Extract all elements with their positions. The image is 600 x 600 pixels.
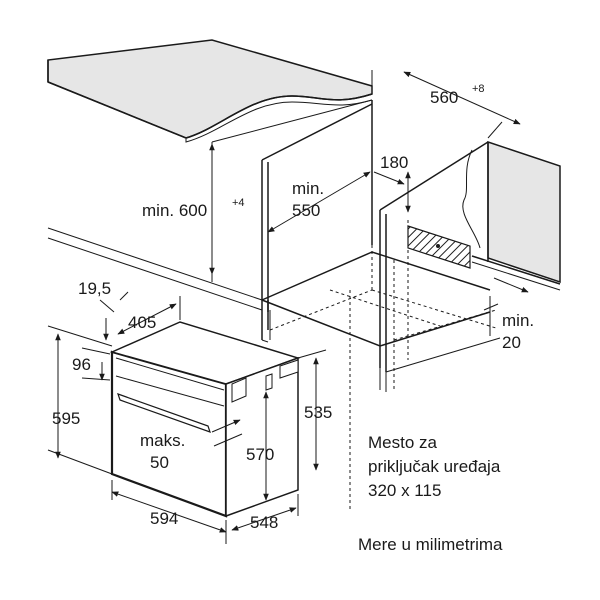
label-maks: maks. <box>140 431 185 450</box>
label-548: 548 <box>250 513 278 532</box>
label-595: 595 <box>52 409 80 428</box>
units-note: Mere u milimetrima <box>358 535 503 554</box>
worktop-right <box>471 140 561 291</box>
label-depth-min: min. <box>292 179 324 198</box>
label-min-600: min. 600 <box>142 201 207 220</box>
label-570: 570 <box>246 445 274 464</box>
label-560: 560 <box>430 88 458 107</box>
label-594: 594 <box>150 509 178 528</box>
label-600-tolerance: +4 <box>232 197 245 209</box>
label-19-5: 19,5 <box>78 279 111 298</box>
label-535: 535 <box>304 403 332 422</box>
label-560-tolerance: +8 <box>472 83 485 95</box>
label-405: 405 <box>128 313 156 332</box>
notes: Mesto za priključak uređaja 320 x 115 Me… <box>358 433 503 554</box>
dimension-lines <box>47 70 529 544</box>
socket-note-line-1: Mesto za <box>368 433 438 452</box>
socket-note-line-2: priključak uređaja <box>368 457 501 476</box>
cabinet-niche <box>47 99 501 392</box>
label-96: 96 <box>72 355 91 374</box>
label-depth-550: 550 <box>292 201 320 220</box>
socket-note-line-3: 320 x 115 <box>368 481 441 500</box>
label-180: 180 <box>380 153 408 172</box>
label-maks-50: 50 <box>150 453 169 472</box>
socket-area <box>407 225 471 269</box>
dimension-labels: 560 +8 min. 600 +4 min. 550 180 min. 20 … <box>52 83 534 532</box>
hidden-lines <box>269 220 497 510</box>
label-back-min: min. <box>502 311 534 330</box>
oven <box>109 321 301 518</box>
worktop <box>47 39 373 143</box>
label-back-20: 20 <box>502 333 521 352</box>
